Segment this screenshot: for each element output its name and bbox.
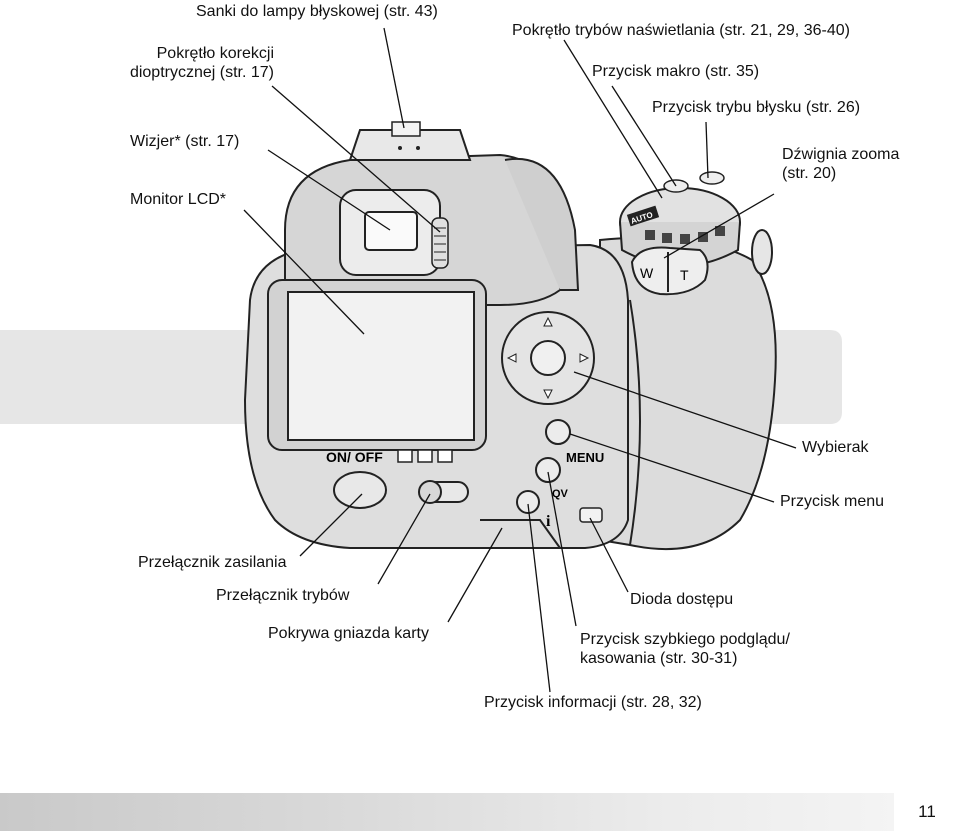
mode-icon-play — [397, 449, 413, 463]
controller-arrow-left — [506, 353, 517, 363]
leader-menu — [569, 433, 775, 503]
controller-arrow-down — [543, 389, 553, 400]
leader-mode-switch — [377, 493, 431, 585]
label-viewfinder: Wizjer* (str. 17) — [130, 133, 240, 150]
qv-text: QV — [552, 488, 569, 500]
strap-lug — [751, 229, 773, 275]
leader-access — [589, 517, 629, 593]
mode-switch-knob — [418, 480, 442, 504]
label-card-cover: Pokrywa gniazda karty — [268, 625, 429, 642]
info-button — [516, 490, 540, 514]
lcd-screen — [287, 291, 475, 441]
leader-lines — [243, 27, 797, 693]
label-qv-line1: Przycisk szybkiego podglądu/ — [580, 631, 790, 648]
mode-dial-auto-mark — [626, 205, 660, 227]
leader-mode-dial — [563, 39, 663, 199]
zoom-t-text: T — [680, 267, 689, 283]
mode-dial-icon — [715, 226, 725, 236]
diopter-wheel — [431, 217, 449, 269]
mode-dial-icon — [645, 230, 655, 240]
menu-text: MENU — [566, 450, 604, 465]
label-flash-mode: Przycisk trybu błysku (str. 26) — [652, 99, 861, 116]
leader-diopter — [271, 85, 441, 233]
on-off-text: ON/ OFF — [326, 449, 383, 465]
label-mode-switch: Przełącznik trybów — [216, 587, 350, 604]
label-zoom-line2: (str. 20) — [782, 165, 837, 182]
leader-controller — [573, 371, 797, 449]
controller-arrow-up — [543, 316, 553, 327]
flash-contact-dot — [416, 146, 420, 150]
label-info: Przycisk informacji (str. 28, 32) — [484, 694, 702, 711]
label-zoom-line1: Dźwignia zooma — [782, 146, 900, 163]
leader-qv — [547, 471, 577, 627]
leader-card — [447, 527, 503, 623]
label-diopter-line2: dioptrycznej (str. 17) — [129, 64, 274, 81]
label-qv-line2: kasowania (str. 30-31) — [580, 650, 738, 667]
label-macro: Przycisk makro (str. 35) — [592, 63, 760, 80]
mode-dial-icon — [698, 232, 708, 242]
leader-macro — [611, 85, 677, 187]
power-switch — [333, 471, 387, 509]
leader-flash-shoe — [383, 27, 405, 129]
leader-info — [527, 503, 551, 693]
label-diopter-line1: Pokrętło korekcji — [156, 45, 274, 62]
label-mode-dial: Pokrętło trybów naświetlania (str. 21, 2… — [512, 22, 850, 39]
leader-flash-mode — [705, 121, 709, 179]
zoom-w-text: W — [640, 265, 654, 281]
label-menu-button: Przycisk menu — [780, 493, 885, 510]
label-access-lamp: Dioda dostępu — [630, 591, 734, 608]
flash-shoe-contact — [391, 121, 421, 137]
flash-mode-button — [699, 171, 725, 185]
controller-center — [530, 340, 566, 376]
info-glyph: i — [546, 513, 551, 530]
label-power: Przełącznik zasilania — [138, 554, 287, 571]
access-lamp — [579, 507, 603, 523]
mode-dial-icon — [680, 234, 690, 244]
leader-lcd — [243, 209, 365, 335]
label-lcd: Monitor LCD* — [130, 191, 227, 208]
mode-icon-camera — [417, 449, 433, 463]
flash-contact-dot — [398, 146, 402, 150]
menu-button — [545, 419, 571, 445]
footer-bar — [0, 793, 960, 831]
leader-zoom — [663, 193, 775, 259]
mode-dial-icon — [662, 233, 672, 243]
leader-power — [299, 493, 363, 557]
label-controller: Wybierak — [802, 439, 869, 456]
grip-edge — [629, 299, 641, 546]
card-cover — [480, 519, 561, 549]
zoom-lever — [630, 246, 709, 296]
eyepiece-window — [364, 211, 418, 251]
mode-icon-movie — [437, 449, 453, 463]
label-flash-shoe: Sanki do lampy błyskowej (str. 43) — [196, 3, 438, 20]
page-number: 11 — [894, 793, 960, 831]
leader-viewfinder — [267, 149, 391, 231]
lens-barrel-side — [504, 157, 580, 291]
qv-button — [535, 457, 561, 483]
flash-shoe — [348, 129, 472, 161]
controller-arrow-right — [579, 353, 590, 363]
